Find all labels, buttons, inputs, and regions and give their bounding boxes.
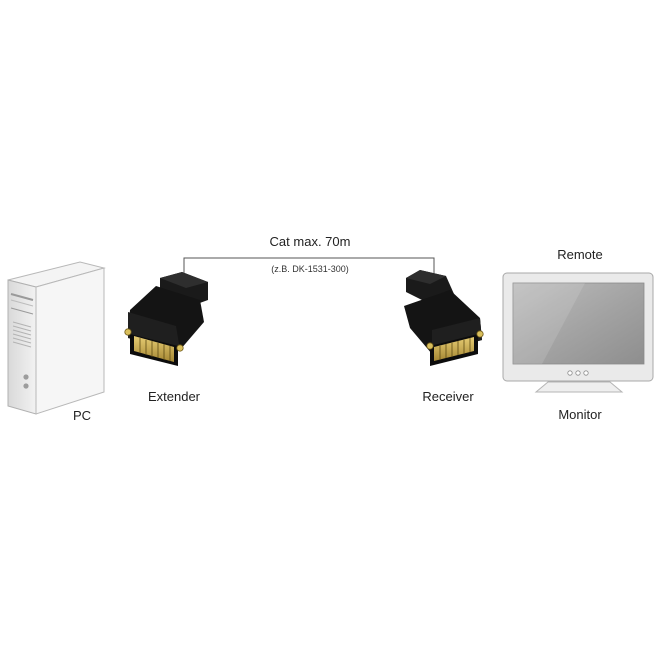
- monitor-label: Monitor: [558, 407, 602, 422]
- monitor-icon: [502, 272, 654, 393]
- remote-label: Remote: [557, 247, 603, 262]
- pc-tower-icon: [7, 261, 106, 415]
- receiver-label: Receiver: [422, 389, 474, 404]
- extender-connector-icon: [124, 272, 208, 366]
- extender-label: Extender: [147, 389, 201, 404]
- receiver-connector-icon: [404, 270, 484, 366]
- cable-example-label: (z.B. DK-1531-300): [271, 264, 349, 274]
- cat-cable-line: [183, 257, 435, 282]
- cable-label: Cat max. 70m: [269, 234, 351, 249]
- pc-label: PC: [72, 408, 92, 423]
